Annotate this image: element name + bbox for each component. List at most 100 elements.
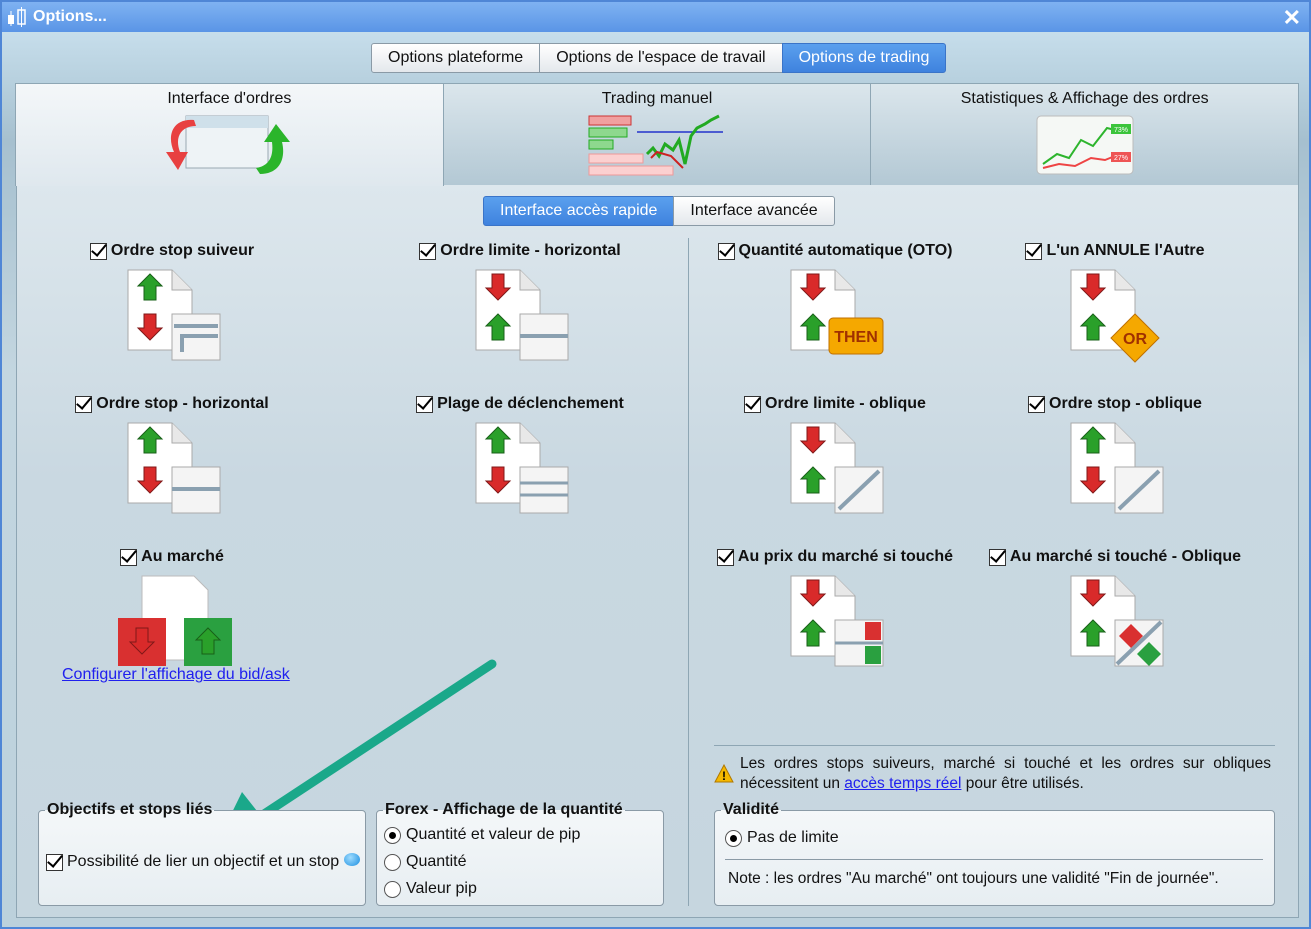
order-type-option: Ordre limite - oblique xyxy=(685,395,985,517)
checkbox[interactable] xyxy=(120,548,138,566)
option-label: Au marché si touché - Oblique xyxy=(1009,548,1242,565)
order-type-checkbox[interactable]: Ordre limite - oblique xyxy=(744,395,926,413)
close-icon[interactable]: ✕ xyxy=(1282,5,1301,30)
order-type-checkbox[interactable]: Plage de déclenchement xyxy=(416,395,624,413)
checkbox[interactable] xyxy=(419,242,437,260)
realtime-warning: ! Les ordres stops suiveurs, marché si t… xyxy=(714,754,1271,794)
option-label: Quantité automatique (OTO) xyxy=(738,242,953,259)
group-title: Objectifs et stops liés xyxy=(45,801,215,819)
option-label: Plage de déclenchement xyxy=(437,395,624,412)
realtime-access-link[interactable]: accès temps réel xyxy=(844,775,962,792)
radio-quantite[interactable]: Quantité xyxy=(384,853,466,871)
oto-then-icon: THEN xyxy=(685,268,985,364)
title-bar[interactable]: Options... ✕ xyxy=(2,2,1309,32)
market-order-icon xyxy=(22,574,322,674)
order-type-checkbox[interactable]: Ordre stop - horizontal xyxy=(75,395,269,413)
radio-button[interactable] xyxy=(725,829,742,847)
order-type-option: Plage de déclenchement xyxy=(370,395,670,517)
order-type-option: Ordre stop suiveur xyxy=(22,242,322,364)
tab-label: Trading manuel xyxy=(601,90,713,107)
checkbox[interactable] xyxy=(1028,395,1046,413)
radio-label: Quantité xyxy=(406,853,467,870)
radio-button[interactable] xyxy=(384,880,401,898)
order-type-checkbox[interactable]: Ordre stop suiveur xyxy=(89,242,255,260)
tab-interface-ordres[interactable]: Interface d'ordres xyxy=(15,83,444,186)
radio-pas-de-limite[interactable]: Pas de limite xyxy=(725,829,839,847)
checkbox[interactable] xyxy=(46,853,63,871)
forex-quantity-group: Forex - Affichage de la quantité Quantit… xyxy=(376,801,664,906)
option-label: L'un ANNULE l'Autre xyxy=(1046,242,1205,259)
oco-or-icon: OR xyxy=(965,268,1265,364)
checkbox[interactable] xyxy=(716,548,734,566)
order-type-checkbox[interactable]: Ordre stop - oblique xyxy=(1028,395,1202,413)
tab-statistiques[interactable]: Statistiques & Affichage des ordres 73% … xyxy=(870,83,1300,186)
radio-quantite-valeur-pip[interactable]: Quantité et valeur de pip xyxy=(384,826,580,844)
category-tabs: Interface d'ordres Trading manuel Statis… xyxy=(15,83,1300,186)
svg-text:!: ! xyxy=(722,769,726,783)
order-type-option: Ordre stop - oblique xyxy=(965,395,1265,517)
checkbox[interactable] xyxy=(75,395,93,413)
order-type-checkbox[interactable]: Au marché xyxy=(120,548,224,566)
tab-interface-acces-rapide[interactable]: Interface accès rapide xyxy=(483,196,675,226)
order-type-checkbox[interactable]: L'un ANNULE l'Autre xyxy=(1025,242,1205,260)
option-label: Au marché xyxy=(141,548,224,565)
tab-options-trading[interactable]: Options de trading xyxy=(781,43,947,73)
order-interface-icon xyxy=(166,115,291,174)
loss-percent-badge: 27% xyxy=(1114,155,1128,162)
statistics-chart-icon: 73% 27% xyxy=(1036,115,1134,175)
divider xyxy=(725,859,1263,860)
order-type-checkbox[interactable]: Au marché si touché - Oblique xyxy=(988,548,1242,566)
option-label: Ordre limite - horizontal xyxy=(440,242,621,259)
info-bubble-icon[interactable] xyxy=(344,852,361,866)
validity-note: Note : les ordres "Au marché" ont toujou… xyxy=(728,870,1219,887)
stop-horizontal-icon xyxy=(22,421,322,517)
checkbox[interactable] xyxy=(1025,242,1043,260)
radio-button[interactable] xyxy=(384,826,401,844)
warning-text-end: pour être utilisés. xyxy=(961,775,1084,792)
option-label: Au prix du marché si touché xyxy=(737,548,954,565)
svg-text:OR: OR xyxy=(1123,331,1147,348)
order-type-option: Au marché xyxy=(22,548,322,674)
tab-interface-avancee[interactable]: Interface avancée xyxy=(673,196,835,226)
option-label: Ordre stop - oblique xyxy=(1049,395,1202,412)
trigger-range-icon xyxy=(370,421,670,517)
validity-group: Validité Pas de limite Note : les ordres… xyxy=(714,801,1275,906)
warning-text: Les ordres stops suiveurs, marché si tou… xyxy=(740,755,1271,792)
radio-valeur-pip[interactable]: Valeur pip xyxy=(384,880,477,898)
radio-label: Quantité et valeur de pip xyxy=(406,826,581,843)
option-label: Ordre stop suiveur xyxy=(110,242,255,259)
checkbox[interactable] xyxy=(717,242,735,260)
order-type-checkbox[interactable]: Quantité automatique (OTO) xyxy=(717,242,953,260)
top-tabs: Options plateforme Options de l'espace d… xyxy=(371,43,947,73)
checkbox-label: Possibilité de lier un objectif et un st… xyxy=(67,853,340,870)
configure-bid-ask-link[interactable]: Configurer l'affichage du bid/ask xyxy=(62,666,290,683)
group-title: Validité xyxy=(721,801,782,819)
radio-label: Valeur pip xyxy=(406,880,477,897)
order-type-checkbox[interactable]: Ordre limite - horizontal xyxy=(419,242,621,260)
order-type-option: Au prix du marché si touché xyxy=(685,548,985,670)
link-target-stop-checkbox[interactable]: Possibilité de lier un objectif et un st… xyxy=(46,852,361,871)
order-type-option: Au marché si touché - Oblique xyxy=(965,548,1265,670)
checkbox[interactable] xyxy=(744,395,762,413)
radio-label: Pas de limite xyxy=(747,829,839,846)
market-if-touched-oblique-icon xyxy=(965,574,1265,670)
checkbox[interactable] xyxy=(89,242,107,260)
radio-button[interactable] xyxy=(384,853,401,871)
order-type-option: Ordre limite - horizontal xyxy=(370,242,670,364)
checkbox[interactable] xyxy=(416,395,434,413)
group-title: Forex - Affichage de la quantité xyxy=(383,801,625,819)
linked-targets-group: Objectifs et stops liés Possibilité de l… xyxy=(38,801,366,906)
order-type-option: Ordre stop - horizontal xyxy=(22,395,322,517)
option-label: Ordre stop - horizontal xyxy=(96,395,269,412)
order-type-checkbox[interactable]: Au prix du marché si touché xyxy=(716,548,954,566)
checkbox[interactable] xyxy=(988,548,1006,566)
tab-label: Interface d'ordres xyxy=(167,90,292,107)
trailing-stop-icon xyxy=(22,268,322,364)
manual-trading-icon xyxy=(588,114,723,176)
tab-options-espace-travail[interactable]: Options de l'espace de travail xyxy=(539,43,783,73)
tab-trading-manuel[interactable]: Trading manuel xyxy=(442,83,872,186)
column-divider xyxy=(688,238,689,906)
tab-options-plateforme[interactable]: Options plateforme xyxy=(371,43,541,73)
